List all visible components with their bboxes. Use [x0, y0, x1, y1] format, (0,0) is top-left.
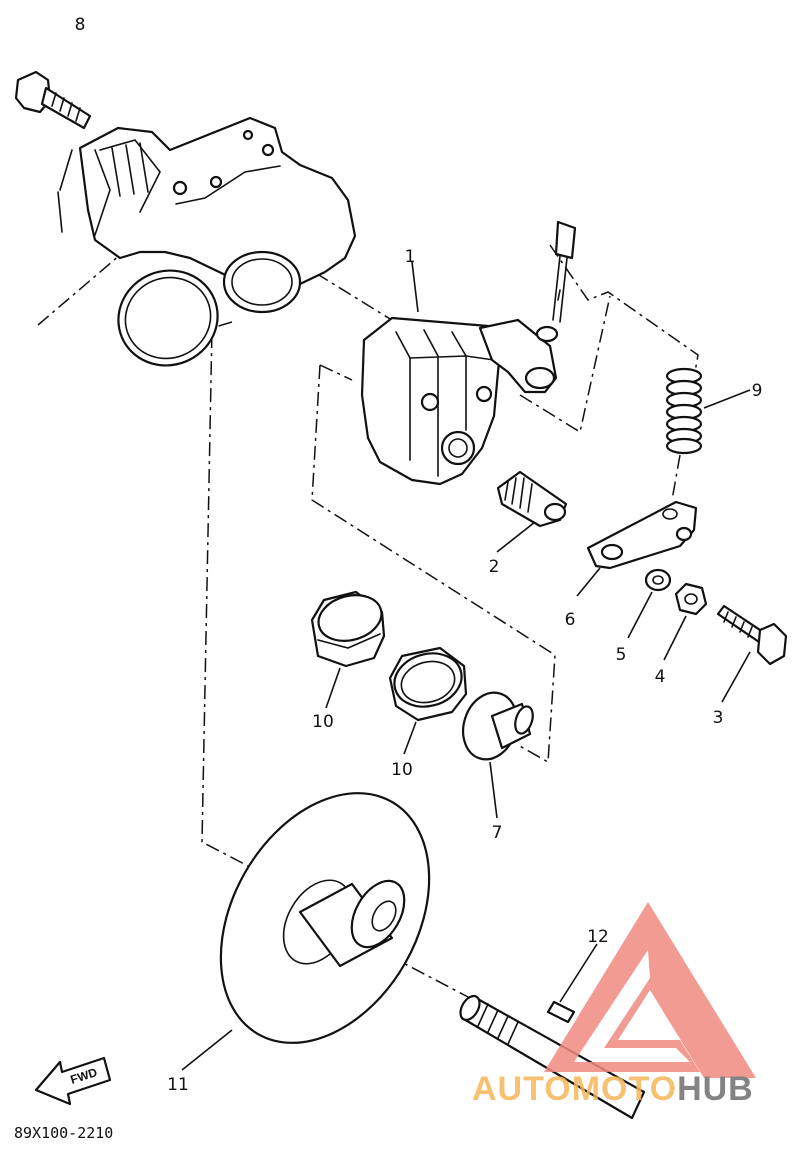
callout-10-lower: 10 [391, 760, 413, 780]
drawing-code: 89X100-2210 [14, 1124, 113, 1142]
callout-11: 11 [167, 1075, 189, 1095]
part-9-spring [665, 367, 751, 455]
callout-3: 3 [713, 708, 724, 728]
part-5-washer [627, 568, 672, 639]
svg-text:AUTOMOTOHUB: AUTOMOTOHUB [472, 1070, 754, 1108]
callout-4: 4 [655, 667, 666, 687]
cable [535, 220, 577, 343]
part-4-nut [663, 582, 708, 661]
callout-12: 12 [587, 927, 609, 947]
part-10-bush-b [388, 646, 468, 755]
callout-5: 5 [616, 645, 627, 665]
callout-1: 1 [405, 247, 416, 267]
watermark-triangle-icon [544, 902, 756, 1078]
callout-10-upper: 10 [312, 712, 334, 732]
callout-8: 8 [75, 15, 86, 35]
o-ring [117, 269, 219, 367]
part-12-key [546, 943, 598, 1024]
watermark-text-automoto: AUTOMOTO [472, 1070, 677, 1108]
fwd-arrow-icon: FWD [34, 1056, 112, 1106]
part-2-worm [496, 470, 568, 553]
callout-6: 6 [565, 610, 576, 630]
part-7-shaft-washer [462, 691, 534, 819]
part-3-bolt [716, 604, 788, 703]
part-1-housing [360, 261, 558, 486]
part-callouts: 8 1 9 2 6 5 4 3 10 10 7 11 12 [75, 15, 763, 1095]
callout-9: 9 [752, 381, 763, 401]
watermark-text-hub: HUB [677, 1070, 754, 1108]
engine-case [57, 116, 357, 314]
part-11-sheave [181, 792, 431, 1071]
callout-7: 7 [492, 823, 503, 843]
part-8-bolt [14, 70, 92, 130]
part-6-lever [576, 500, 698, 597]
part-10-bush-a [310, 590, 386, 709]
watermark: AUTOMOTOHUB [472, 902, 756, 1108]
callout-2: 2 [489, 557, 500, 577]
